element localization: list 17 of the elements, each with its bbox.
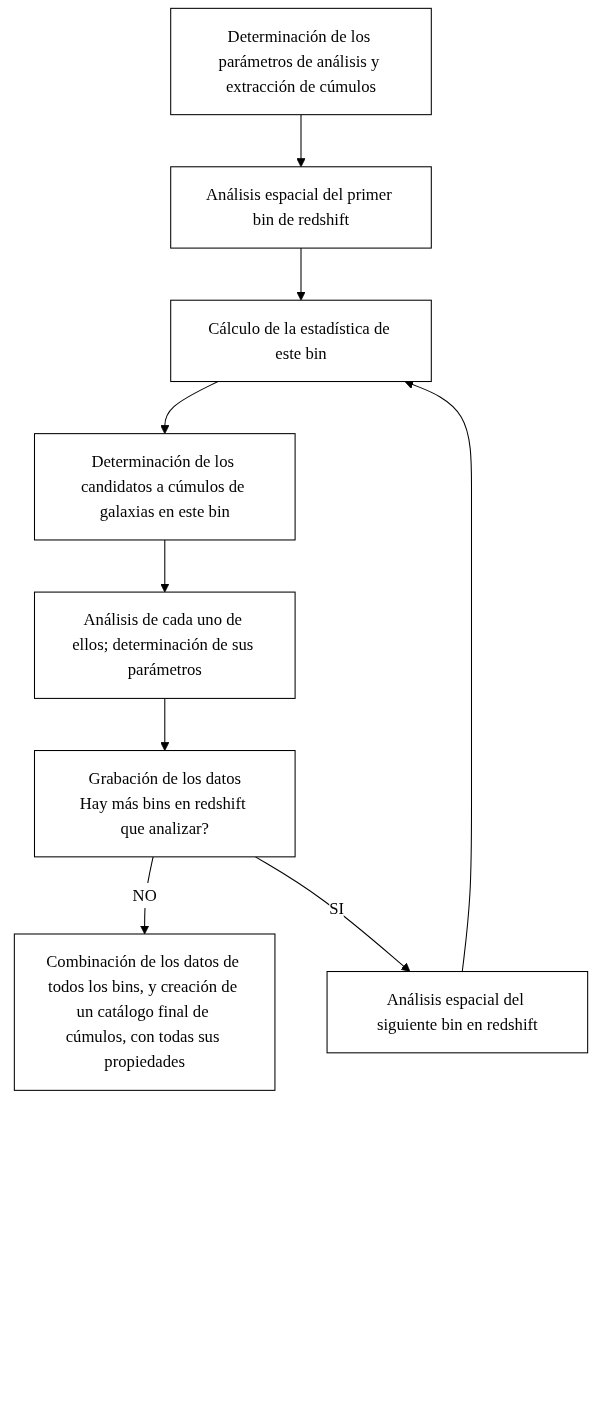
node-box: Análisis espacial del siguiente bin en redshift	[326, 971, 588, 1054]
arrow	[159, 381, 218, 435]
arrow	[295, 247, 306, 301]
node-box: Determinación de los parámetros de análisis y extracción de cúmulos	[169, 7, 432, 116]
edge-label: NO	[132, 886, 157, 904]
node-box: Grabación de los datos Hay más bins en redshift que analizar?	[33, 750, 296, 858]
node-box: Determinación de los candidatos a cúmulos de galaxias en este bin	[33, 433, 296, 541]
arrow	[295, 114, 306, 168]
node-box: Combinación de los datos de todos los bins, y creación de un catálogo final de cúmulos, con todas sus propiedades	[13, 933, 275, 1091]
node-box: Análisis espacial del primer bin de redshift	[169, 166, 432, 249]
node-box: Análisis de cada uno de ellos; determinación de sus parámetros	[33, 591, 296, 699]
arrow	[159, 539, 169, 593]
arrow	[404, 380, 472, 973]
edge-label: SI	[328, 899, 344, 918]
arrow	[254, 856, 410, 972]
node-box: Cálculo de la estadística de este bin	[169, 299, 432, 383]
arrow	[159, 697, 169, 751]
